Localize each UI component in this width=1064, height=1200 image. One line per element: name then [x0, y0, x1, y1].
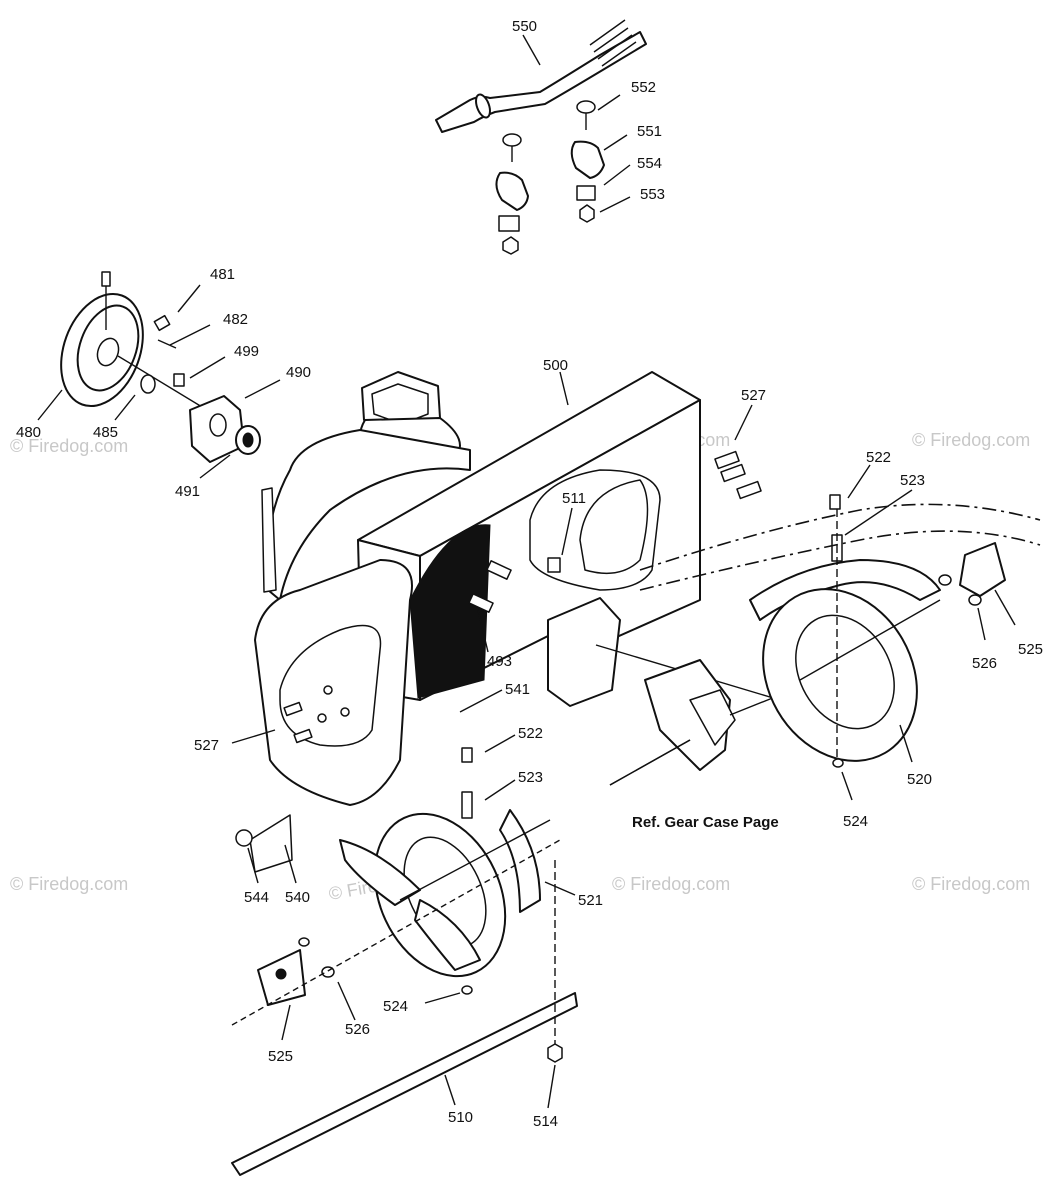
part-label-552: 552: [631, 79, 656, 96]
part-label-525: 525: [268, 1048, 293, 1065]
part-label-527: 527: [194, 737, 219, 754]
watermark: © Firedog.com: [10, 874, 128, 894]
part-label-526: 526: [345, 1021, 370, 1038]
part-label-482: 482: [223, 311, 248, 328]
part-label-480: 480: [16, 424, 41, 441]
part-label-523: 523: [518, 769, 543, 786]
watermark: © Firedog.com: [612, 874, 730, 894]
part-label-550: 550: [512, 18, 537, 35]
part-label-514: 514: [533, 1113, 558, 1130]
chute-control-rod: [435, 19, 647, 133]
part-label-521: 521: [578, 892, 603, 909]
part-label-526: 526: [972, 655, 997, 672]
part-label-541: 541: [505, 681, 530, 698]
part-label-493: 493: [487, 653, 512, 670]
part-label-490: 490: [286, 364, 311, 381]
part-label-485: 485: [93, 424, 118, 441]
watermark: © Firedog.com: [912, 430, 1030, 450]
gear-case-reference-note: Ref. Gear Case Page: [632, 814, 779, 831]
part-label-554: 554: [637, 155, 662, 172]
right-auger: [749, 494, 1006, 768]
chute-clips: [495, 100, 605, 255]
leader-lines: [37, 34, 1016, 1109]
part-label-522: 522: [518, 725, 543, 742]
scraper-bar: [231, 860, 578, 1176]
part-label-481: 481: [210, 266, 235, 283]
part-label-525: 525: [1018, 641, 1043, 658]
gear-case-assembly: [547, 597, 781, 786]
part-label-499: 499: [234, 343, 259, 360]
auger-housing: [254, 371, 762, 806]
part-label-520: 520: [907, 771, 932, 788]
watermark: © Firedog.com: [912, 874, 1030, 894]
part-label-551: 551: [637, 123, 662, 140]
left-auger: [231, 747, 561, 1026]
part-label-553: 553: [640, 186, 665, 203]
part-label-500: 500: [543, 357, 568, 374]
part-label-511: 511: [562, 490, 586, 507]
pulley-assembly: [60, 271, 261, 463]
part-label-544: 544: [244, 889, 269, 906]
part-label-524: 524: [843, 813, 868, 830]
part-label-527: 527: [741, 387, 766, 404]
part-label-522: 522: [866, 449, 891, 466]
part-label-491: 491: [175, 483, 200, 500]
part-labels: 550 552 551 554 553 481 482 499 490 480 …: [16, 18, 1043, 1130]
part-label-524: 524: [383, 998, 408, 1015]
part-label-510: 510: [448, 1109, 473, 1126]
part-label-523: 523: [900, 472, 925, 489]
watermark: © Firedog.com: [10, 436, 128, 456]
part-label-540: 540: [285, 889, 310, 906]
